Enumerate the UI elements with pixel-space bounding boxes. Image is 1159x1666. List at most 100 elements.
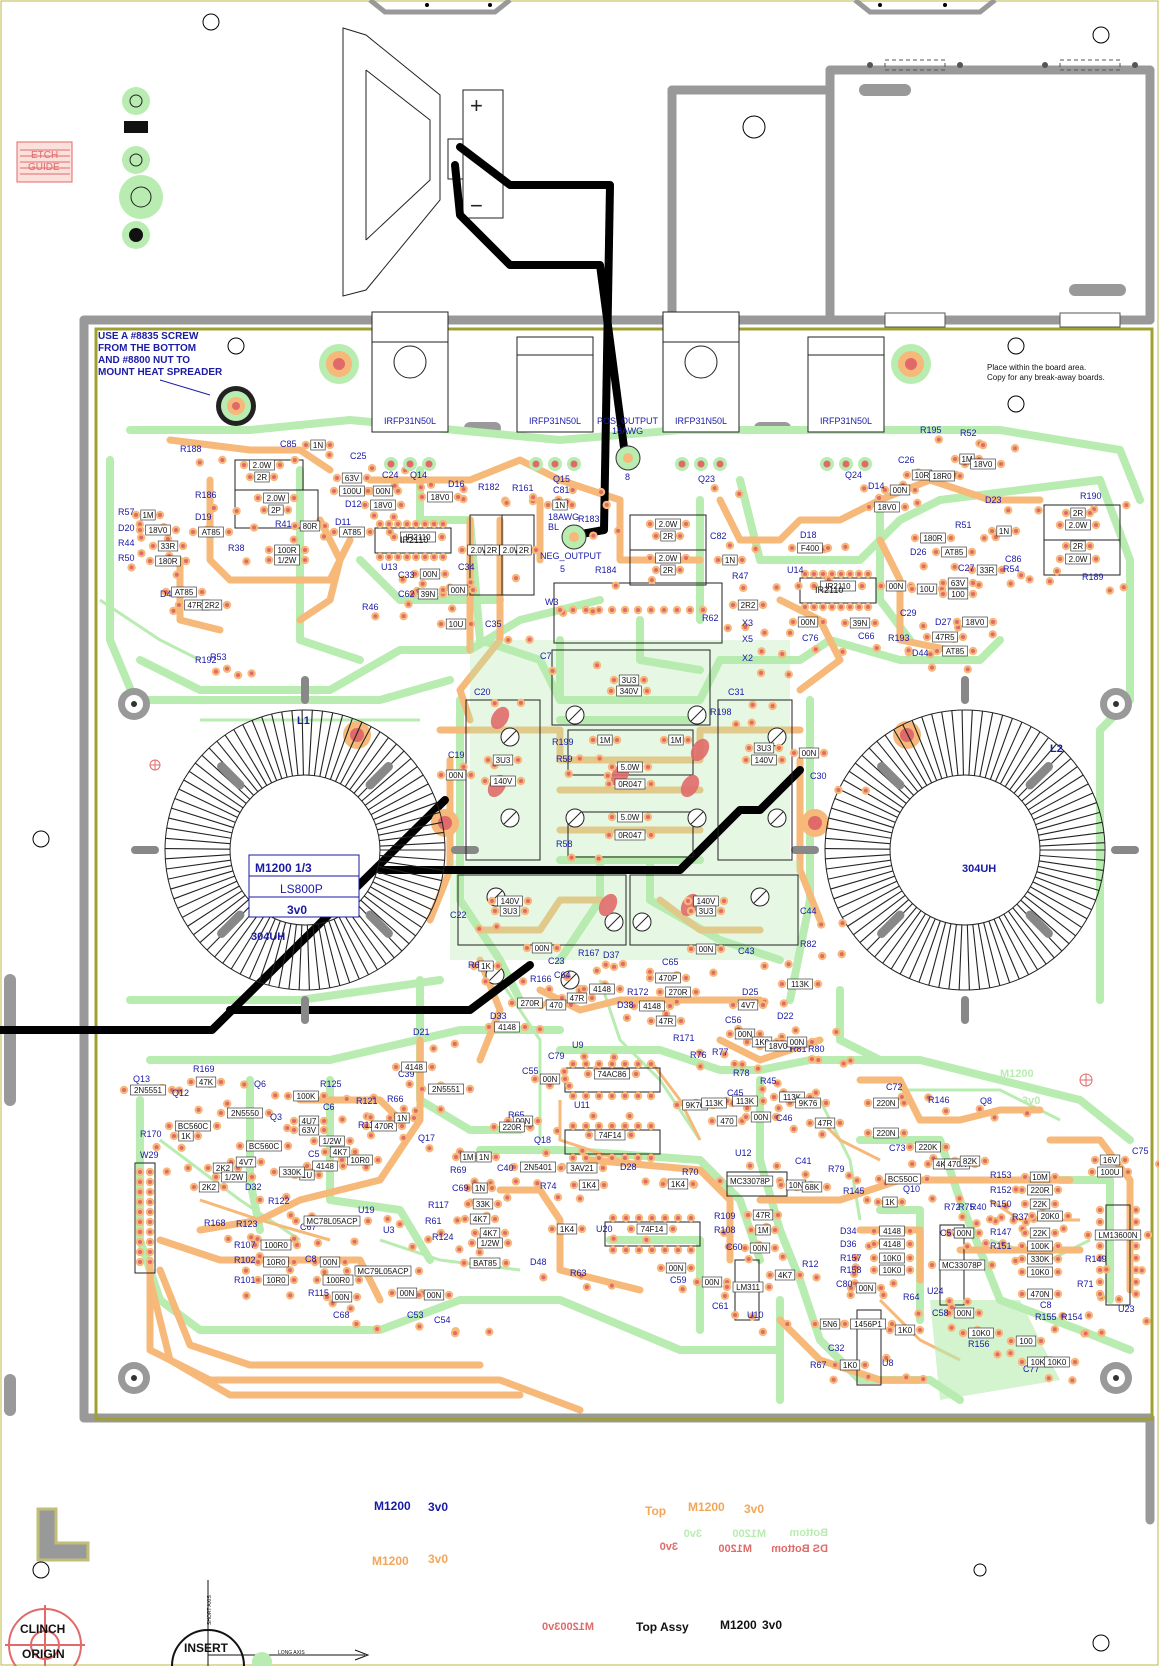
component-value: 74F14 (599, 1131, 622, 1140)
ref-designator: U8 (882, 1358, 894, 1368)
ref-designator: D21 (413, 1027, 430, 1037)
component-value: 2N5551 (134, 1086, 163, 1095)
ref-designator: R147 (990, 1227, 1012, 1237)
ref-designator: R124 (432, 1232, 454, 1242)
ref-designator: U10 (747, 1310, 764, 1320)
crosshair-targets (149, 759, 1093, 1087)
component-value: 470R (947, 1160, 966, 1169)
ref-designator: R183 (578, 514, 600, 524)
ref-designator: R156 (968, 1339, 990, 1349)
component-body (484, 544, 500, 556)
component-value: 330K (1031, 1255, 1050, 1264)
component-value: 00N (893, 486, 908, 495)
component-body (578, 1179, 600, 1191)
component-value: IR2110 (405, 533, 431, 542)
power-pads (319, 344, 931, 837)
component-value: AT85 (202, 528, 221, 537)
component-body (1070, 507, 1086, 519)
ref-designator: R145 (843, 1186, 865, 1196)
component-body (779, 1091, 805, 1103)
ref-designator: C66 (858, 631, 875, 641)
ref-designator: R78 (733, 1068, 750, 1078)
component-value: 33R (161, 542, 176, 551)
component-value: 0R047 (618, 831, 642, 840)
mosfet-label: IRFP31N50L (675, 416, 727, 426)
component-value: 2.0W (659, 520, 678, 529)
component-body (616, 685, 642, 697)
ref-designator: R190 (1080, 491, 1102, 501)
component-body (850, 1318, 886, 1330)
clinch-origin (5, 1605, 85, 1666)
component-value: MC33078P (942, 1261, 982, 1270)
component-body (1070, 540, 1086, 552)
component-body (618, 674, 640, 686)
component-body (879, 1225, 905, 1237)
svg-text:+: + (470, 93, 483, 118)
component-value: 10U (920, 585, 935, 594)
ref-designator: R108 (714, 1225, 736, 1235)
mosfet-label: IRFP31N50L (384, 416, 436, 426)
component-body (195, 1076, 217, 1088)
component-body (594, 1129, 626, 1141)
component-body (130, 1084, 166, 1096)
component-value: 4148 (643, 1002, 661, 1011)
component-body (494, 1021, 520, 1033)
component-value: 22K (1033, 1200, 1048, 1209)
ref-designator: C41 (795, 1156, 812, 1166)
short-axis-label: SHORT AXIS (207, 1595, 213, 1625)
component-value: 1N (313, 441, 323, 450)
component-value: 00N (699, 945, 714, 954)
component-body (303, 1215, 361, 1227)
ref-designator: C62 (398, 589, 415, 599)
ref-designator: R67 (810, 1360, 827, 1370)
component-body (445, 618, 467, 630)
ref-designator: C45 (727, 1088, 744, 1098)
component-value: 1K0 (755, 1038, 770, 1047)
component-value: 74AC86 (598, 1070, 627, 1079)
component-body (786, 1036, 808, 1048)
component-value: 2.0W (1069, 555, 1088, 564)
svg-text:−: − (470, 193, 483, 218)
component-body (787, 978, 813, 990)
component-value: 4K7 (483, 1229, 498, 1238)
ref-designator: R151 (990, 1241, 1012, 1251)
component-value: 2.0W (503, 546, 522, 555)
ref-designator: D20 (118, 523, 135, 533)
note-screw: FROM THE BOTTOM (98, 343, 196, 354)
ref-designator: R70 (682, 1167, 699, 1177)
component-value: 470R (374, 1122, 393, 1131)
component-value: 39N (421, 590, 436, 599)
legend-top-assy: Top Assy (636, 1620, 689, 1634)
component-body (339, 485, 365, 497)
component-value: IR2110 (825, 582, 851, 591)
component-body (751, 754, 777, 766)
component-body (874, 501, 900, 513)
ref-designator: R51 (955, 520, 972, 530)
component-body (260, 1239, 292, 1251)
legend-assy-board: M1200 (720, 1618, 757, 1632)
component-value: 4U7 (302, 1117, 317, 1126)
clinch-label: CLINCH (20, 1622, 65, 1636)
mounting-holes (32, 13, 1110, 1652)
component-body (655, 518, 681, 530)
ref-designator: R168 (204, 1218, 226, 1228)
ref-designator: R101 (234, 1275, 256, 1285)
ref-designator: R58 (556, 839, 573, 849)
component-value: 16V (1103, 1156, 1118, 1165)
component-value: 82K (963, 1157, 978, 1166)
component-body (732, 1281, 764, 1293)
ref-designator: D27 (935, 617, 952, 627)
ref-designator: R115 (308, 1288, 329, 1298)
component-value: 2R (519, 546, 529, 555)
ref-designator: Q10 (903, 1184, 920, 1194)
component-value: 00N (790, 1038, 805, 1047)
component-body (1027, 1253, 1053, 1265)
component-body (298, 1124, 320, 1136)
component-value: 9K76 (799, 1099, 818, 1108)
ref-designator: C19 (448, 750, 465, 760)
component-value: 1M (142, 511, 153, 520)
component-body (665, 986, 691, 998)
component-body (427, 491, 453, 503)
component-body (695, 943, 717, 955)
component-value: MC33078P (730, 1177, 770, 1186)
